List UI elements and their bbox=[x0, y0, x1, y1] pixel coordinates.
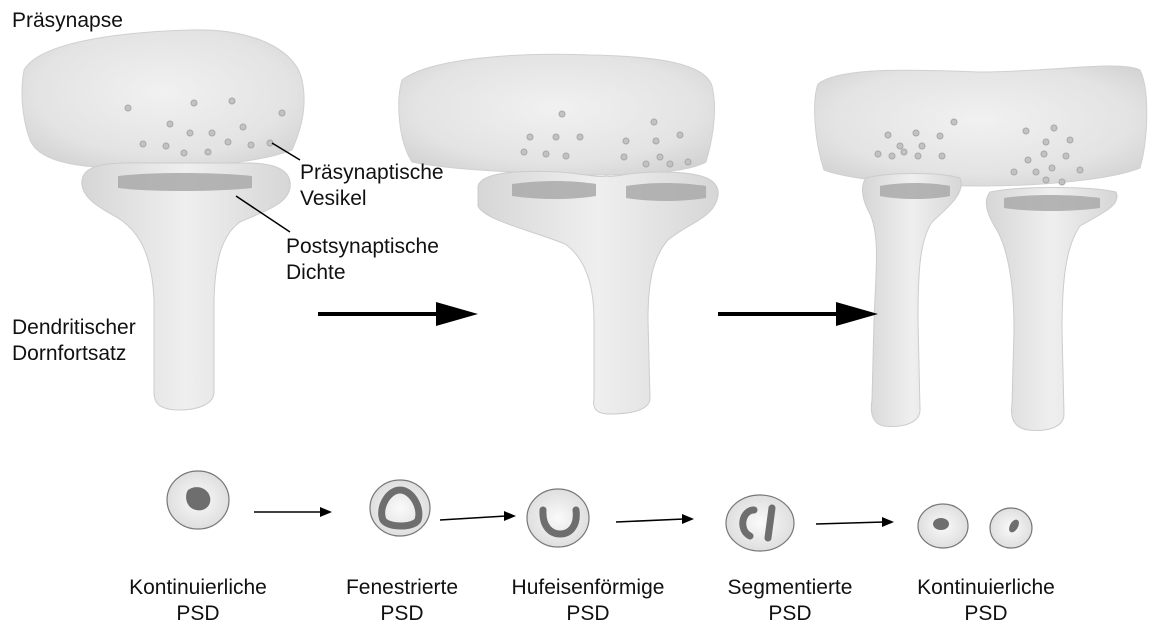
psd-shape-horseshoe bbox=[527, 489, 589, 547]
psd-arrow-4 bbox=[816, 517, 894, 527]
psd-label-line1: Postsynaptische bbox=[286, 234, 439, 260]
synapse-stage-3 bbox=[815, 66, 1147, 430]
spine-label-line2: Dornfortsatz bbox=[12, 341, 136, 367]
psd-caption-2-line2: PSD bbox=[302, 601, 502, 627]
psd-label-line2: Dichte bbox=[286, 260, 439, 286]
psd-band-right bbox=[1004, 195, 1100, 211]
presynapse-label: Präsynapse bbox=[12, 8, 123, 34]
psd-band bbox=[118, 173, 252, 191]
psd-shape-continuous bbox=[167, 471, 229, 529]
psd-arrow-2 bbox=[440, 511, 516, 521]
psd-caption-2: Fenestrierte PSD bbox=[302, 575, 502, 627]
psd-caption-3-line2: PSD bbox=[488, 601, 688, 627]
vesicles-label-line1: Präsynaptische bbox=[300, 160, 444, 186]
psd-band-left bbox=[880, 183, 950, 199]
vesicles-label-line2: Vesikel bbox=[300, 186, 444, 212]
transition-arrow-2 bbox=[718, 302, 878, 326]
psd-caption-1: Kontinuierliche PSD bbox=[98, 575, 298, 627]
psd-caption-1-line1: Kontinuierliche bbox=[98, 575, 298, 601]
psd-caption-4-line2: PSD bbox=[690, 601, 890, 627]
psd-shape-continuous-pair bbox=[918, 504, 1032, 548]
synapse-stage-2 bbox=[399, 54, 718, 414]
psd-shape-fenestrated bbox=[370, 480, 430, 536]
spine-label: Dendritischer Dornfortsatz bbox=[12, 315, 136, 367]
dendritic-spine-left bbox=[863, 174, 962, 427]
psd-caption-3-line1: Hufeisenförmige bbox=[488, 575, 688, 601]
psd-caption-3: Hufeisenförmige PSD bbox=[488, 575, 688, 627]
psd-band-right bbox=[626, 183, 706, 201]
psd-caption-1-line2: PSD bbox=[98, 601, 298, 627]
transition-arrow-1 bbox=[318, 302, 478, 326]
dendritic-spine bbox=[82, 163, 290, 410]
psd-caption-5: Kontinuierliche PSD bbox=[886, 575, 1086, 627]
psd-label: Postsynaptische Dichte bbox=[286, 234, 439, 286]
psd-shape-segmented bbox=[726, 495, 794, 551]
psd-caption-5-line2: PSD bbox=[886, 601, 1086, 627]
psd-caption-4-line1: Segmentierte bbox=[690, 575, 890, 601]
psd-caption-4: Segmentierte PSD bbox=[690, 575, 890, 627]
psd-band-left bbox=[512, 181, 596, 199]
spine-label-line1: Dendritischer bbox=[12, 315, 136, 341]
psd-arrow-1 bbox=[254, 507, 332, 517]
psd-arrow-3 bbox=[616, 514, 694, 524]
dendritic-spine-right bbox=[986, 188, 1117, 431]
dendritic-spine bbox=[478, 171, 718, 414]
vesicles-label: Präsynaptische Vesikel bbox=[300, 160, 444, 212]
presynaptic-terminal bbox=[399, 54, 715, 175]
presynaptic-terminal bbox=[815, 66, 1147, 186]
psd-caption-2-line1: Fenestrierte bbox=[302, 575, 502, 601]
psd-caption-5-line1: Kontinuierliche bbox=[886, 575, 1086, 601]
